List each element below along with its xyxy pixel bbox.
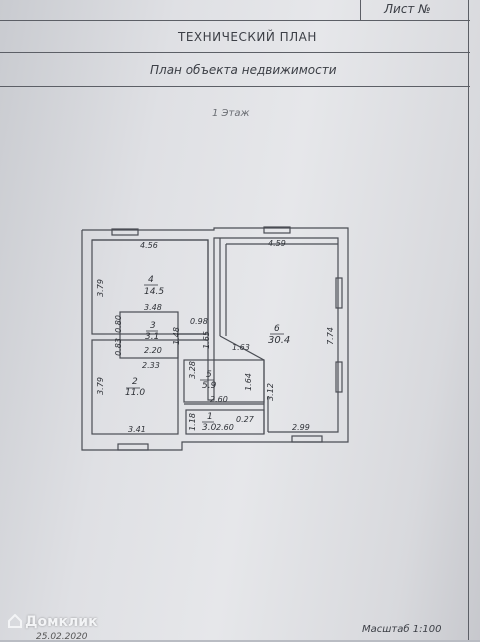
room-6-area: 30.4 — [268, 335, 291, 346]
watermark: Домклик — [8, 614, 98, 630]
room-3-number: 3 — [150, 321, 156, 331]
room-2-number: 2 — [132, 377, 138, 387]
dim-7-74: 7.74 — [325, 327, 335, 345]
room-4-number: 4 — [148, 275, 154, 285]
dim-3-79-top: 3.79 — [95, 279, 105, 297]
dim-3-48: 3.48 — [144, 303, 162, 312]
dim-1-64: 1.64 — [243, 373, 253, 391]
dim-0-27: 0.27 — [236, 415, 254, 424]
room-3-outline — [119, 311, 179, 359]
dim-1-63: 1.63 — [232, 343, 250, 352]
dim-3-41: 3.41 — [128, 425, 146, 434]
dim-2-20: 2.20 — [144, 346, 162, 355]
dim-3-28: 3.28 — [187, 361, 197, 379]
dim-2-33: 2.33 — [142, 361, 160, 370]
room-2-area: 11.0 — [125, 388, 146, 398]
date-label: 25.02.2020 — [36, 632, 88, 642]
dim-0-80: 0.80 — [113, 315, 123, 333]
room-3-area: 3.1 — [145, 332, 160, 342]
dim-2-60-lower: 2.60 — [216, 423, 234, 432]
house-icon — [8, 614, 22, 628]
sheet-number-label: Лист № — [384, 2, 431, 16]
scale-label: Масштаб 1:100 — [362, 624, 442, 635]
room-1-area: 3.0 — [202, 423, 217, 433]
room-5-number: 5 — [206, 370, 212, 380]
room-6-number: 6 — [274, 324, 280, 334]
dim-1-48: 1.48 — [171, 327, 181, 345]
room-4-area: 14.5 — [144, 287, 165, 297]
title-divider-line — [0, 52, 470, 53]
dim-4-59: 4.59 — [268, 239, 286, 248]
dim-1-18: 1.18 — [187, 413, 197, 431]
watermark-text: Домклик — [25, 614, 98, 630]
sheet-box-left-line — [360, 0, 361, 20]
dim-4-56: 4.56 — [140, 241, 158, 250]
dim-0-83: 0.83 — [113, 338, 123, 356]
document-subtitle: План объекта недвижимости — [150, 63, 337, 77]
frame-right-line — [468, 0, 469, 640]
dim-3-79-bottom: 3.79 — [95, 377, 105, 395]
dim-2-60-upper: 2.60 — [210, 395, 228, 404]
frame-top-line — [0, 20, 470, 21]
room-5-area: 5.9 — [202, 381, 217, 391]
subtitle-divider-line — [0, 86, 470, 87]
room-1-number: 1 — [207, 412, 213, 422]
dim-1-65: 1.65 — [201, 331, 211, 349]
dim-3-12: 3.12 — [265, 383, 275, 401]
floor-label: 1 Этаж — [212, 108, 250, 119]
dim-2-99: 2.99 — [292, 423, 310, 432]
dim-0-98: 0.98 — [190, 317, 208, 326]
document-title: ТЕХНИЧЕСКИЙ ПЛАН — [178, 30, 317, 44]
